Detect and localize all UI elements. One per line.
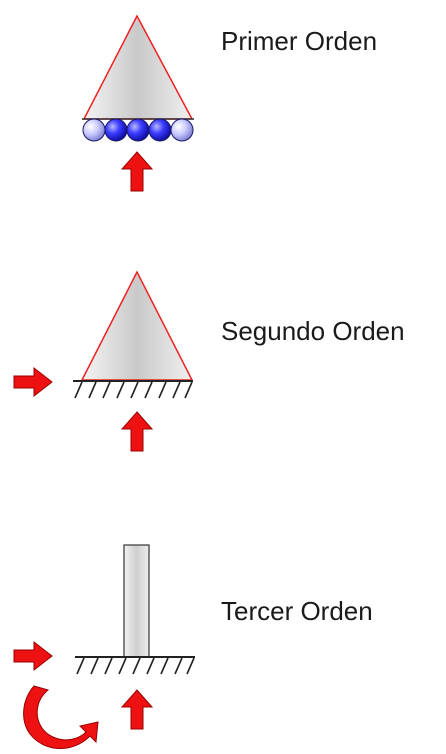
triangle-support — [80, 270, 194, 381]
tercer-orden-label: Tercer Orden — [221, 596, 373, 626]
roller-ball — [126, 118, 150, 142]
roller-ball — [82, 118, 106, 142]
up-arrow-icon — [120, 689, 154, 730]
column-member — [123, 544, 150, 658]
tercer-orden-support — [13, 544, 195, 749]
segundo-orden-label: Segundo Orden — [221, 316, 405, 346]
roller-ball — [104, 118, 128, 142]
roller-balls — [82, 118, 194, 142]
right-arrow-icon — [13, 640, 53, 672]
up-arrow-icon — [120, 151, 154, 192]
roller-ball — [148, 118, 172, 142]
triangle-support — [82, 14, 194, 120]
segundo-orden-support — [13, 270, 194, 452]
primer-orden-support — [82, 14, 194, 192]
right-arrow-icon — [13, 366, 53, 398]
ground-hatching — [74, 381, 193, 399]
primer-orden-label: Primer Orden — [221, 26, 378, 56]
ground-hatching — [76, 657, 195, 675]
up-arrow-icon — [120, 411, 154, 452]
moment-arrow-icon — [23, 685, 99, 749]
roller-ball — [170, 118, 194, 142]
